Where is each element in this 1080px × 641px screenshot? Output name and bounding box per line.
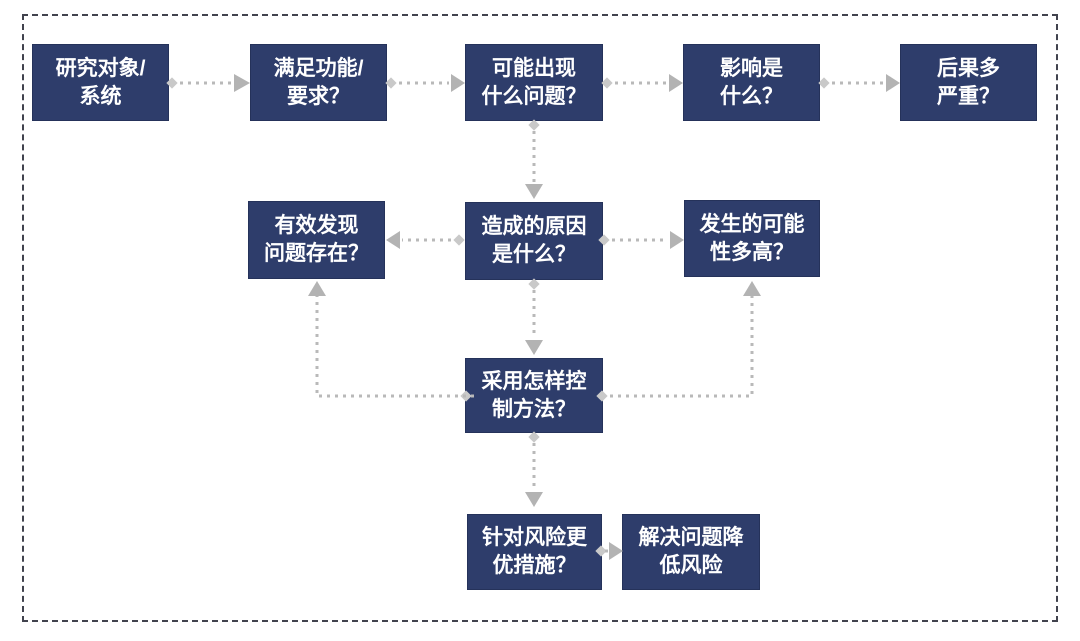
node-impact: 影响是 什么？ [683, 44, 820, 121]
node-research-object: 研究对象/ 系统 [32, 44, 169, 121]
node-solve-problem: 解决问题降 低风险 [622, 514, 760, 590]
node-severity: 后果多 严重？ [900, 44, 1037, 121]
node-likelihood: 发生的可能 性多高？ [684, 200, 820, 277]
node-possible-problems: 可能出现 什么问题？ [465, 44, 603, 121]
node-detect-problem: 有效发现 问题存在？ [248, 201, 385, 279]
node-cause: 造成的原因 是什么？ [465, 202, 603, 280]
node-control-method: 采用怎样控 制方法？ [465, 358, 603, 433]
node-better-measures: 针对风险更 优措施？ [467, 514, 602, 590]
node-meet-function: 满足功能/ 要求？ [250, 44, 387, 121]
diagram-dashed-border [22, 14, 1058, 622]
